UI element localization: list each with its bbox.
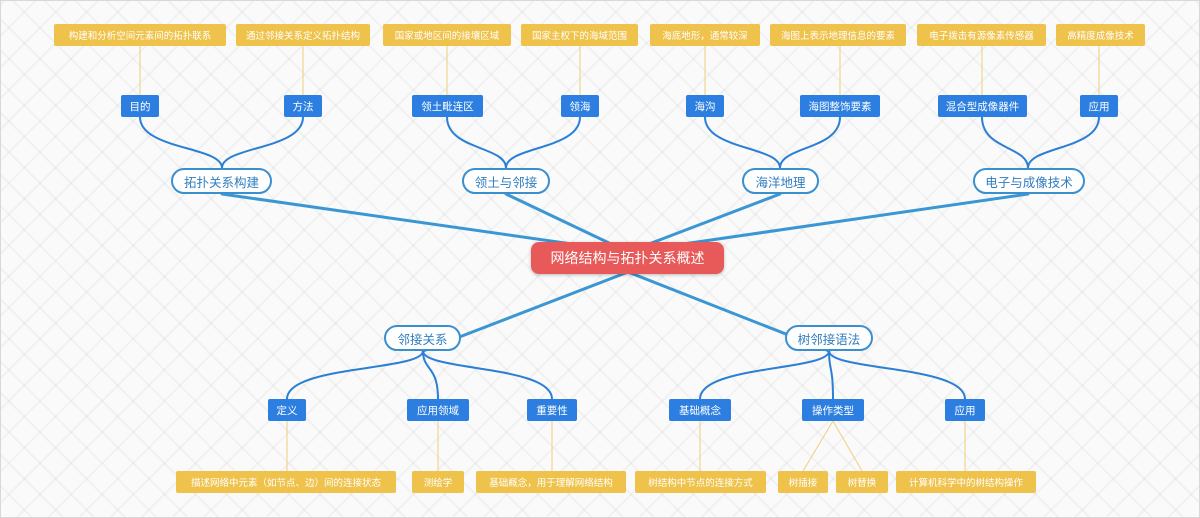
detail-application-field[interactable]: 测绘学: [412, 471, 464, 493]
detail-territorial-waters[interactable]: 国家主权下的海域范围: [521, 24, 638, 46]
link-operations-insert: [802, 420, 834, 472]
detail-importance[interactable]: 基础概念，用于理解网络结构: [476, 471, 626, 493]
node-tree-application[interactable]: 应用: [945, 399, 985, 421]
node-basic-concept[interactable]: 基础概念: [669, 399, 731, 421]
node-chart-features[interactable]: 海图整饰要素: [800, 95, 880, 117]
node-imaging-application[interactable]: 应用: [1080, 95, 1118, 117]
topic-territory-adjacency[interactable]: 领土与邻接: [462, 168, 550, 194]
link-topology-method: [221, 116, 304, 169]
link-territory-waters: [505, 116, 581, 169]
detail-purpose[interactable]: 构建和分析空间元素间的拓扑联系: [54, 24, 226, 46]
node-adjacent-zone[interactable]: 领土毗连区: [412, 95, 483, 117]
detail-method[interactable]: 通过邻接关系定义拓扑结构: [236, 24, 370, 46]
detail-basic-concept[interactable]: 树结构中节点的连接方式: [635, 471, 766, 493]
link-tree-application: [828, 350, 966, 400]
detail-tree-replacement[interactable]: 树替换: [836, 471, 888, 493]
detail-trench[interactable]: 海底地形，通常较深: [650, 24, 760, 46]
topic-tree-adjoining-grammar[interactable]: 树邻接语法: [785, 325, 873, 351]
node-definition[interactable]: 定义: [268, 399, 306, 421]
detail-tree-application[interactable]: 计算机科学中的树结构操作: [896, 471, 1036, 493]
link-ocean-features: [779, 116, 841, 169]
link-adjacency-importance: [422, 350, 553, 400]
detail-chart-features[interactable]: 海图上表示地理信息的要素: [770, 24, 906, 46]
detail-adjacent-zone[interactable]: 国家或地区间的接壤区域: [383, 24, 511, 46]
detail-imaging-application[interactable]: 高精度成像技术: [1056, 24, 1145, 46]
link-imaging-device: [981, 116, 1029, 169]
link-adjacency-definition: [286, 350, 424, 400]
node-application-field[interactable]: 应用领域: [407, 399, 469, 421]
node-method[interactable]: 方法: [284, 95, 322, 117]
link-topology-purpose: [139, 116, 223, 169]
node-operation-types[interactable]: 操作类型: [802, 399, 864, 421]
link-tree-operations: [828, 350, 834, 400]
topic-topology-construction[interactable]: 拓扑关系构建: [171, 168, 272, 194]
link-adjacency-field: [422, 350, 439, 400]
detail-hybrid-imaging-device[interactable]: 电子拨击有源像素传感器: [917, 24, 1046, 46]
node-territorial-waters[interactable]: 领海: [561, 95, 599, 117]
topic-electronic-imaging[interactable]: 电子与成像技术: [973, 168, 1085, 194]
node-trench[interactable]: 海沟: [686, 95, 724, 117]
link-territory-adjacent: [446, 116, 507, 169]
root-topic[interactable]: 网络结构与拓扑关系概述: [531, 242, 724, 274]
link-imaging-application: [1027, 116, 1100, 169]
detail-definition[interactable]: 描述网络中元素（如节点、边）间的连接状态: [176, 471, 396, 493]
node-importance[interactable]: 重要性: [527, 399, 577, 421]
link-ocean-trench: [704, 116, 781, 169]
detail-tree-insertion[interactable]: 树插接: [778, 471, 828, 493]
topic-ocean-geography[interactable]: 海洋地理: [742, 168, 819, 194]
topic-adjacency-relation[interactable]: 邻接关系: [384, 325, 461, 351]
node-purpose[interactable]: 目的: [121, 95, 159, 117]
link-operations-replace: [832, 420, 863, 472]
node-hybrid-imaging-device[interactable]: 混合型成像器件: [938, 95, 1027, 117]
link-tree-basic: [699, 350, 830, 400]
